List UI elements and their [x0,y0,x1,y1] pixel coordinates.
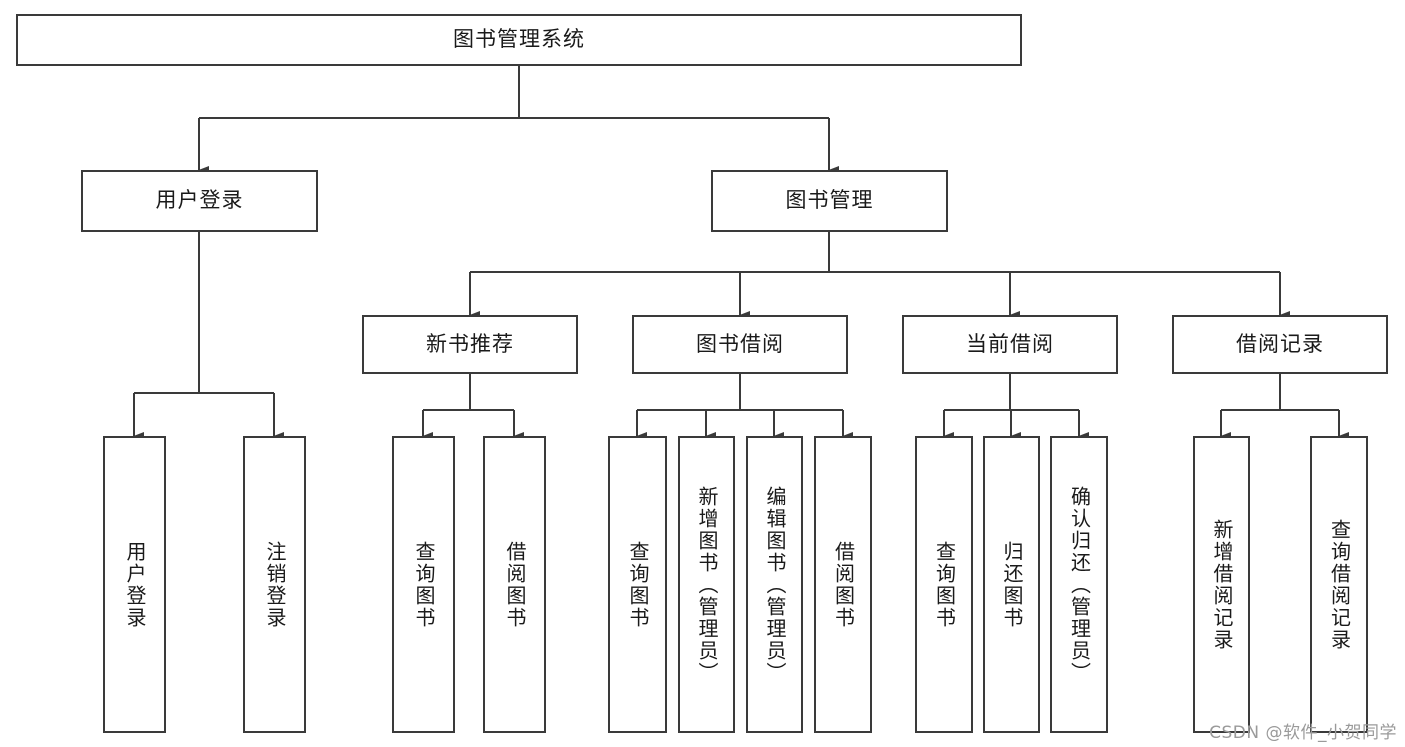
connector-group [132,66,1350,441]
node-label: 新增图书（管理员） [695,485,719,684]
node-leaf-query-record[interactable]: 查询借阅记录 [1310,436,1368,733]
node-leaf-logout-login[interactable]: 注销登录 [243,436,306,733]
node-label: 确认归还（管理员） [1067,485,1092,684]
node-leaf-edit-book[interactable]: 编辑图书（管理员） [746,436,803,733]
node-label: 注销登录 [263,540,287,629]
node-user-login[interactable]: 用户登录 [81,170,318,232]
node-leaf-borrow-book-2[interactable]: 借阅图书 [814,436,872,733]
node-label: 图书管理系统 [453,27,585,52]
node-leaf-query-book-1[interactable]: 查询图书 [392,436,455,733]
node-current-borrow[interactable]: 当前借阅 [902,315,1118,374]
node-borrow-record[interactable]: 借阅记录 [1172,315,1388,374]
node-leaf-add-record[interactable]: 新增借阅记录 [1193,436,1250,733]
node-leaf-add-book[interactable]: 新增图书（管理员） [678,436,735,733]
node-label: 图书借阅 [696,331,784,356]
node-leaf-user-login[interactable]: 用户登录 [103,436,166,733]
node-new-book-rec[interactable]: 新书推荐 [362,315,578,374]
node-label: 编辑图书（管理员） [763,485,787,684]
node-label: 图书管理 [785,188,874,213]
node-label: 借阅图书 [831,540,856,629]
node-book-manage[interactable]: 图书管理 [711,170,948,232]
csdn-watermark: CSDN @软件_小贺同学 [1209,723,1397,743]
node-label: 查询借阅记录 [1327,518,1352,651]
node-leaf-confirm-return[interactable]: 确认归还（管理员） [1050,436,1108,733]
node-label: 查询图书 [626,540,650,629]
node-label: 新书推荐 [426,331,514,356]
node-label: 新增借阅记录 [1210,518,1234,651]
node-label: 用户登录 [155,188,244,213]
node-label: 用户登录 [123,540,147,629]
node-label: 借阅记录 [1236,331,1324,356]
node-leaf-return-book[interactable]: 归还图书 [983,436,1040,733]
node-label: 归还图书 [1000,540,1024,629]
node-book-borrow[interactable]: 图书借阅 [632,315,848,374]
node-leaf-query-book-3[interactable]: 查询图书 [915,436,973,733]
node-label: 当前借阅 [966,331,1054,356]
node-leaf-query-book-2[interactable]: 查询图书 [608,436,667,733]
node-label: 查询图书 [932,540,957,629]
node-leaf-borrow-book-1[interactable]: 借阅图书 [483,436,546,733]
node-label: 查询图书 [412,540,436,629]
node-label: 借阅图书 [503,540,527,629]
node-root-图书管理系统[interactable]: 图书管理系统 [16,14,1022,66]
